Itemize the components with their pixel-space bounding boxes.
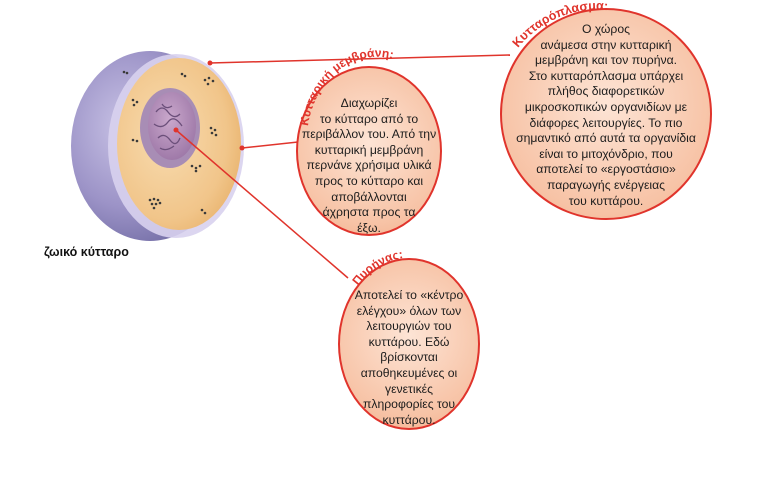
nucleus-text: Αποτελεί το «κέντρο ελέγχου» όλων των λε… — [340, 288, 478, 428]
organelle-dots — [122, 70, 218, 215]
membrane-line: προς το κύτταρο και — [314, 173, 424, 188]
cytoplasm-line: αποτελεί το «εργοστάσιο» — [536, 162, 676, 177]
cytoplasm-line: πλήθος διαφορετικών — [547, 84, 665, 99]
chromatin — [153, 103, 183, 151]
leader-lines — [175, 54, 511, 279]
cytoplasm-line: σημαντικό από αυτά τα οργανίδια — [516, 131, 696, 146]
cytoplasm-leader — [209, 54, 511, 64]
membrane-line: περιβάλλον του. Από την — [301, 127, 437, 142]
cytoplasm-text: Ο χώρος ανάμεσα στην κυτταρική μεμβράνη … — [506, 22, 706, 209]
cytoplasm-line: είναι το μιτοχόνδριο, που — [539, 146, 673, 161]
nucleus-line: κυττάρου. — [382, 412, 436, 427]
nucleus-line: αποθηκευμένες οι — [360, 365, 458, 380]
membrane-line: περνάνε χρήσιμα υλικά — [306, 158, 432, 173]
cytoplasm-line: μικροσκοπικών οργανιδίων με — [524, 99, 688, 114]
membrane-line: Διαχωρίζει — [340, 96, 398, 110]
nucleus-line: γενετικές — [385, 381, 433, 396]
membrane-line: το κύτταρο από το — [319, 111, 419, 126]
membrane-line: έξω. — [357, 220, 381, 235]
membrane-text: Διαχωρίζει το κύτταρο από το περιβάλλον … — [300, 96, 438, 236]
cell-caption: ζωικό κύτταρο — [44, 245, 129, 259]
nucleus-line: λειτουργιών του — [366, 319, 452, 334]
cytoplasm-line: ανάμεσα στην κυτταρική — [540, 37, 672, 52]
cytoplasm-line: Ο χώρος — [581, 22, 631, 36]
membrane-line: κυτταρική μεμβράνη — [314, 142, 424, 157]
nucleus-line: Αποτελεί το «κέντρο — [354, 288, 464, 302]
cytoplasm-line: του κυττάρου. — [568, 193, 644, 208]
cytoplasm-bubble — [500, 8, 712, 220]
membrane-leader — [241, 141, 299, 149]
cytoplasm-line: Στο κυτταρόπλασμα υπάρχει — [528, 68, 684, 83]
membrane-line: άχρηστα προς τα — [322, 205, 416, 220]
nucleus-line: κυττάρου. Εδώ βρίσκονται — [368, 334, 450, 365]
cytoplasm-line: παραγωγής ενέργειας — [546, 177, 666, 192]
nucleus-inner — [148, 92, 196, 160]
membrane-bubble — [296, 66, 442, 236]
cytoplasm-line: διάφορες λειτουργίες. Το πιο — [529, 115, 683, 130]
nucleus-line: ελέγχου» όλων των — [356, 303, 462, 318]
leader-dots — [173, 60, 245, 151]
membrane-line: αποβάλλονται — [331, 189, 407, 204]
nucleus-leader — [175, 129, 349, 279]
cytoplasm-line: μεμβράνη και τον πυρήνα. — [534, 53, 678, 68]
nucleus-bubble — [338, 258, 480, 430]
nucleus-line: πληροφορίες του — [362, 397, 456, 412]
